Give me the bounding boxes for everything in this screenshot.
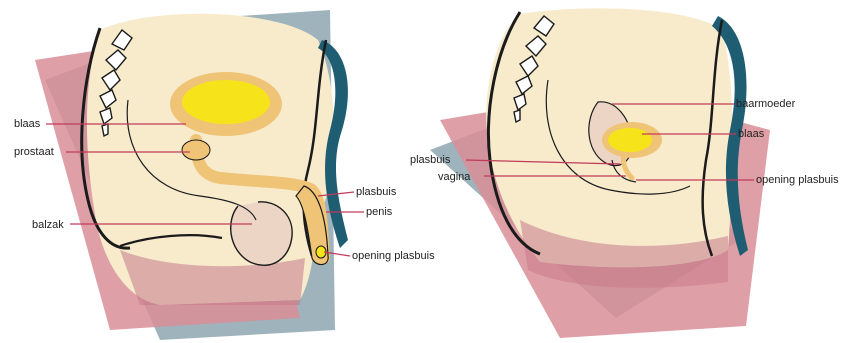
label-female-vagina: vagina [438, 171, 471, 183]
female-bladder [608, 128, 652, 152]
male-bladder [182, 80, 270, 124]
label-female-opening-plasbuis: opening plasbuis [756, 174, 839, 186]
label-male-prostaat: prostaat [14, 146, 54, 158]
label-female-baarmoeder: baarmoeder [736, 98, 796, 110]
label-male-penis: penis [366, 206, 393, 218]
label-male-plasbuis: plasbuis [356, 186, 397, 198]
male-prostate [182, 140, 210, 160]
label-female-plasbuis: plasbuis [410, 154, 451, 166]
label-female-blaas: blaas [738, 128, 765, 140]
male-diagram: blaas prostaat balzak plasbuis penis ope… [14, 10, 435, 340]
female-diagram: baarmoeder blaas plasbuis vagina opening… [410, 8, 839, 338]
label-male-opening-plasbuis: opening plasbuis [352, 250, 435, 262]
label-male-blaas: blaas [14, 118, 41, 130]
label-male-balzak: balzak [32, 219, 64, 231]
